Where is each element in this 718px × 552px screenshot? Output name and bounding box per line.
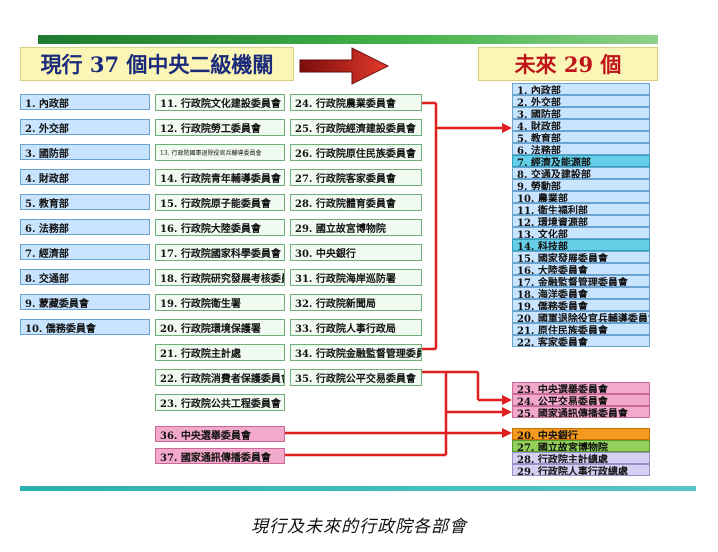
future-other-agency-box: 28. 行政院主計總處 bbox=[512, 452, 650, 464]
current-agency-box: 15. 行政院原子能委員會 bbox=[155, 194, 285, 211]
current-agency-box: 17. 行政院國家科學委員會 bbox=[155, 244, 285, 261]
current-agency-box: 26. 行政院原住民族委員會 bbox=[290, 144, 422, 161]
current-agency-box: 23. 行政院公共工程委員會 bbox=[155, 394, 285, 411]
future-agency-box: 3. 國防部 bbox=[512, 107, 650, 119]
current-independent-agency-box: 37. 國家通訊傳播委員會 bbox=[155, 448, 285, 464]
current-agency-box: 4. 財政部 bbox=[20, 169, 150, 185]
future-independent-agency-box: 23. 中央選舉委員會 bbox=[512, 382, 650, 394]
future-agency-box: 16. 大陸委員會 bbox=[512, 263, 650, 275]
current-agency-box: 21. 行政院主計處 bbox=[155, 344, 285, 361]
future-agency-box: 1. 內政部 bbox=[512, 83, 650, 95]
future-independent-agency-box: 25. 國家通訊傳播委員會 bbox=[512, 406, 650, 418]
current-agency-box: 13. 行政院國軍退除役官兵輔導委員會 bbox=[155, 144, 285, 161]
future-other-agency-box: 20. 中央銀行 bbox=[512, 428, 650, 440]
big-red-arrow-icon bbox=[299, 47, 390, 85]
red-connector-lines bbox=[285, 101, 505, 457]
future-agency-box: 6. 法務部 bbox=[512, 143, 650, 155]
future-agency-box: 18. 海洋委員會 bbox=[512, 287, 650, 299]
future-agency-box: 20. 國軍退除役官兵輔導委員會 bbox=[512, 311, 650, 323]
current-agency-box: 5. 教育部 bbox=[20, 194, 150, 210]
current-agency-box: 16. 行政院大陸委員會 bbox=[155, 219, 285, 236]
current-agency-box: 33. 行政院人事行政局 bbox=[290, 319, 422, 336]
current-agency-box: 20. 行政院環境保護署 bbox=[155, 319, 285, 336]
future-agency-box: 2. 外交部 bbox=[512, 95, 650, 107]
current-title: 現行 37 個中央二級機關 bbox=[20, 47, 294, 81]
current-agency-box: 31. 行政院海岸巡防署 bbox=[290, 269, 422, 286]
future-agency-box: 9. 勞動部 bbox=[512, 179, 650, 191]
current-agency-box: 8. 交通部 bbox=[20, 269, 150, 285]
future-agency-box: 15. 國家發展委員會 bbox=[512, 251, 650, 263]
current-agency-box: 3. 國防部 bbox=[20, 144, 150, 160]
future-other-agency-box: 27. 國立故宮博物院 bbox=[512, 440, 650, 452]
current-agency-box: 35. 行政院公平交易委員會 bbox=[290, 369, 422, 386]
future-agency-box: 21. 原住民族委員會 bbox=[512, 323, 650, 335]
current-agency-box: 18. 行政院研究發展考核委員會 bbox=[155, 269, 285, 286]
current-agency-box: 34. 行政院金融監督管理委員會 bbox=[290, 344, 422, 361]
future-agency-box: 17. 金融監督管理委員會 bbox=[512, 275, 650, 287]
current-agency-box: 24. 行政院農業委員會 bbox=[290, 94, 422, 111]
current-agency-box: 7. 經濟部 bbox=[20, 244, 150, 260]
future-agency-box: 5. 教育部 bbox=[512, 131, 650, 143]
future-agency-box: 8. 交通及建設部 bbox=[512, 167, 650, 179]
current-agency-box: 14. 行政院青年輔導委員會 bbox=[155, 169, 285, 186]
current-agency-box: 11. 行政院文化建設委員會 bbox=[155, 94, 285, 111]
current-agency-box: 22. 行政院消費者保護委員會 bbox=[155, 369, 285, 386]
current-agency-box: 32. 行政院新聞局 bbox=[290, 294, 422, 311]
future-other-agency-box: 29. 行政院人事行政總處 bbox=[512, 464, 650, 476]
arrowhead-icons bbox=[502, 123, 512, 438]
current-agency-box: 30. 中央銀行 bbox=[290, 244, 422, 261]
current-agency-box: 29. 國立故宮博物院 bbox=[290, 219, 422, 236]
future-independent-agency-box: 24. 公平交易委員會 bbox=[512, 394, 650, 406]
current-agency-box: 27. 行政院客家委員會 bbox=[290, 169, 422, 186]
future-agency-box: 7. 經濟及能源部 bbox=[512, 155, 650, 167]
future-agency-box: 11. 衛生福利部 bbox=[512, 203, 650, 215]
future-agency-box: 19. 僑務委員會 bbox=[512, 299, 650, 311]
top-green-bar bbox=[38, 35, 658, 44]
future-agency-box: 13. 文化部 bbox=[512, 227, 650, 239]
caption: 現行及未來的行政院各部會 bbox=[251, 517, 467, 537]
current-independent-agency-box: 36. 中央選舉委員會 bbox=[155, 426, 285, 442]
current-agency-box: 9. 蒙藏委員會 bbox=[20, 294, 150, 310]
future-agency-box: 12. 環境資源部 bbox=[512, 215, 650, 227]
future-agency-box: 4. 財政部 bbox=[512, 119, 650, 131]
current-agency-box: 12. 行政院勞工委員會 bbox=[155, 119, 285, 136]
bottom-teal-bar bbox=[20, 486, 696, 491]
future-title: 未來 29 個 bbox=[478, 47, 658, 81]
current-agency-box: 28. 行政院體育委員會 bbox=[290, 194, 422, 211]
current-agency-box: 1. 內政部 bbox=[20, 94, 150, 110]
current-agency-box: 25. 行政院經濟建設委員會 bbox=[290, 119, 422, 136]
current-agency-box: 2. 外交部 bbox=[20, 119, 150, 135]
future-agency-box: 22. 客家委員會 bbox=[512, 335, 650, 347]
current-agency-box: 19. 行政院衛生署 bbox=[155, 294, 285, 311]
current-agency-box: 6. 法務部 bbox=[20, 219, 150, 235]
current-agency-box: 10. 僑務委員會 bbox=[20, 319, 150, 335]
future-agency-box: 14. 科技部 bbox=[512, 239, 650, 251]
future-agency-box: 10. 農業部 bbox=[512, 191, 650, 203]
